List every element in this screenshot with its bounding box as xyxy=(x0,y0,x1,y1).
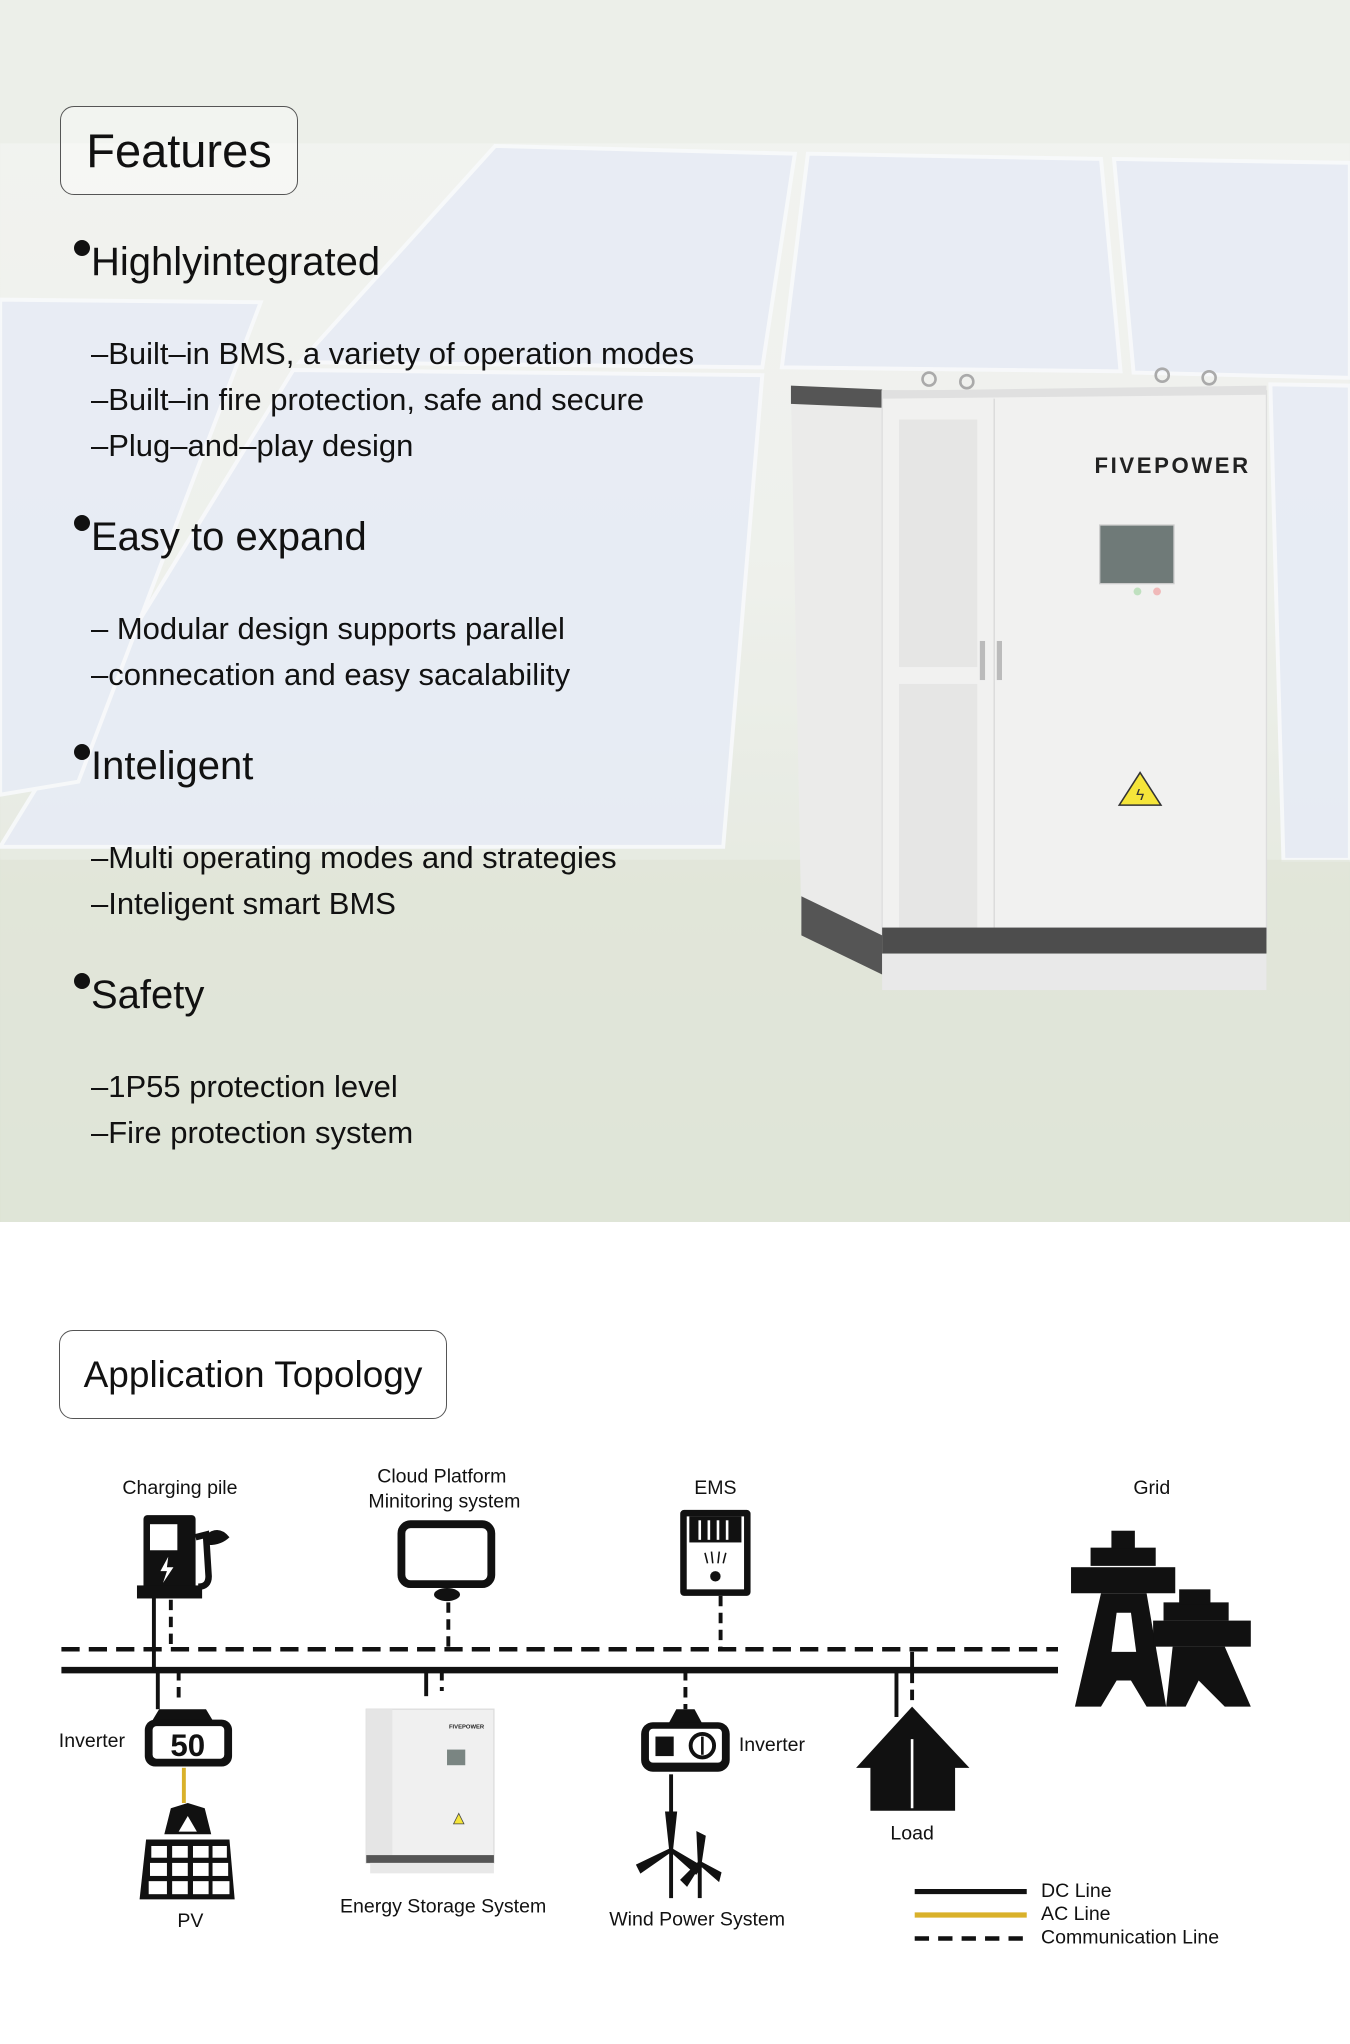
feature-line: –Plug–and–play design xyxy=(91,428,414,463)
label-ems: EMS xyxy=(694,1477,736,1499)
legend: DC Line AC Line Communication Line xyxy=(914,1880,1219,1949)
label-monitoring-system: Minitoring system xyxy=(368,1490,520,1512)
bullet-icon xyxy=(74,973,90,989)
brand-logo: FIVEPOWER xyxy=(1095,453,1251,478)
grid-tower-icon xyxy=(1071,1530,1251,1707)
energy-storage-system-image: FIVEPOWER xyxy=(365,1708,495,1874)
label-ess: Energy Storage System xyxy=(340,1895,546,1917)
legend-ac-label: AC Line xyxy=(1041,1903,1111,1925)
load-house-icon xyxy=(856,1706,970,1811)
label-inverter-right: Inverter xyxy=(739,1734,806,1756)
brand-logo-small: FIVEPOWER xyxy=(449,1725,485,1731)
svg-text:50: 50 xyxy=(170,1728,205,1763)
topology-title: Application Topology xyxy=(59,1330,447,1419)
label-wind: Wind Power System xyxy=(609,1908,785,1930)
hero-background: ϟ FIVEPOWER Features Highlyintegrated –B… xyxy=(0,0,1350,1222)
solar-panel xyxy=(295,143,798,370)
label-load: Load xyxy=(890,1822,933,1844)
feature-line: –Inteligent smart BMS xyxy=(91,886,396,921)
label-charging-pile: Charging pile xyxy=(122,1477,237,1499)
label-cloud-platform: Cloud Platform xyxy=(377,1466,506,1488)
feature-line: –Fire protection system xyxy=(91,1115,414,1150)
legend-communication-label: Communication Line xyxy=(1041,1927,1219,1949)
energy-storage-cabinet-image: ϟ FIVEPOWER xyxy=(790,367,1268,991)
feature-line: –Built–in BMS, a variety of operation mo… xyxy=(91,336,695,371)
wind-turbine-icon xyxy=(635,1811,722,1899)
connection-lines xyxy=(151,1595,915,1814)
solar-panel xyxy=(779,151,1123,374)
solar-panel-background: ϟ FIVEPOWER xyxy=(0,0,1350,1222)
legend-dc-label: DC Line xyxy=(1041,1880,1112,1902)
ems-icon xyxy=(680,1509,751,1596)
feature-heading: Safety xyxy=(91,973,205,1017)
inverter-icon xyxy=(641,1709,730,1772)
label-grid: Grid xyxy=(1133,1477,1170,1499)
feature-line: – Modular design supports parallel xyxy=(91,611,565,646)
monitor-icon xyxy=(397,1520,496,1602)
label-pv: PV xyxy=(177,1910,203,1932)
label-inverter-left: Inverter xyxy=(59,1730,126,1752)
features-title: Features xyxy=(60,106,298,195)
feature-heading: Easy to expand xyxy=(91,515,367,559)
pv-panel-icon xyxy=(139,1802,235,1900)
bullet-icon xyxy=(74,744,90,760)
inverter-icon: 50 xyxy=(144,1709,233,1767)
feature-line: –connecation and easy sacalability xyxy=(91,657,571,692)
warning-bolt-icon: ϟ xyxy=(1136,787,1144,804)
feature-line: –1P55 protection level xyxy=(91,1069,398,1104)
feature-heading: Highlyintegrated xyxy=(91,240,381,284)
bullet-icon xyxy=(74,515,90,531)
feature-line: –Multi operating modes and strategies xyxy=(91,840,617,875)
feature-heading: Inteligent xyxy=(91,744,254,788)
solar-panel xyxy=(0,297,264,797)
feature-line: –Built–in fire protection, safe and secu… xyxy=(91,382,645,417)
charging-pile-icon xyxy=(136,1515,230,1599)
bullet-icon xyxy=(74,240,90,256)
